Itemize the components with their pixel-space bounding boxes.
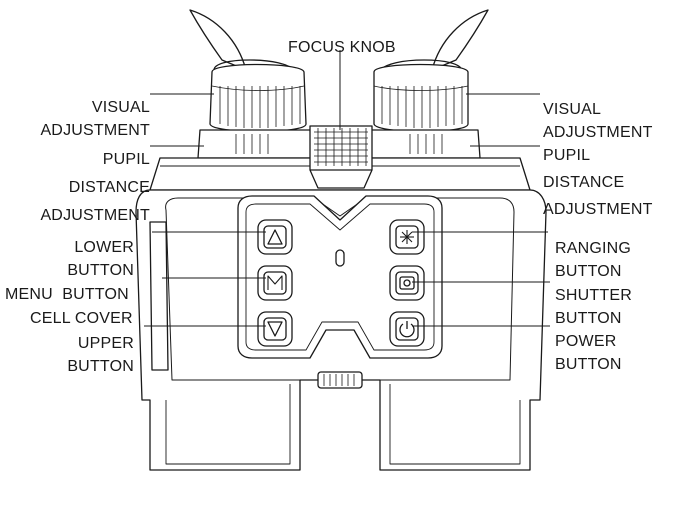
cell-cover-icon — [149, 221, 169, 371]
menu-m-icon — [267, 275, 283, 290]
left-eyepiece-grip — [211, 85, 305, 128]
shutter-button[interactable] — [389, 265, 425, 301]
triangle-up-icon — [267, 229, 283, 245]
asterisk-icon — [400, 230, 414, 244]
menu-button[interactable] — [257, 265, 293, 301]
visual-adjustment-left-label: VISUAL ADJUSTMENT — [40, 99, 150, 139]
lower-button-label: LOWER BUTTON — [67, 239, 134, 279]
focus-knob-label: FOCUS KNOB — [288, 39, 396, 56]
triangle-down-icon — [267, 321, 283, 337]
focus-knob-icon — [309, 125, 373, 189]
ranging-button[interactable] — [389, 219, 425, 255]
power-button-label: POWER BUTTON — [555, 333, 622, 373]
shutter-button-label: SHUTTER BUTTON — [555, 287, 632, 327]
visual-adjustment-right-label: VISUAL ADJUSTMENT — [543, 101, 653, 141]
cell-cover-label: CELL COVER — [30, 310, 133, 327]
leader-lines — [144, 50, 550, 327]
power-icon — [399, 321, 415, 338]
ranging-button-label: RANGING BUTTON — [555, 240, 632, 280]
pupil-distance-left-label: PUPIL DISTANCE ADJUSTMENT — [40, 151, 150, 224]
menu-button-label: MENU BUTTON — [5, 286, 129, 303]
lower-button[interactable] — [257, 219, 293, 255]
power-button[interactable] — [389, 311, 425, 347]
bottom-wheel-icon — [317, 371, 363, 389]
camera-icon — [399, 276, 415, 290]
indicator-light-icon — [335, 249, 345, 267]
pupil-distance-right-label: PUPIL DISTANCE ADJUSTMENT — [543, 147, 653, 218]
upper-button-label: UPPER BUTTON — [67, 335, 134, 375]
upper-button[interactable] — [257, 311, 293, 347]
